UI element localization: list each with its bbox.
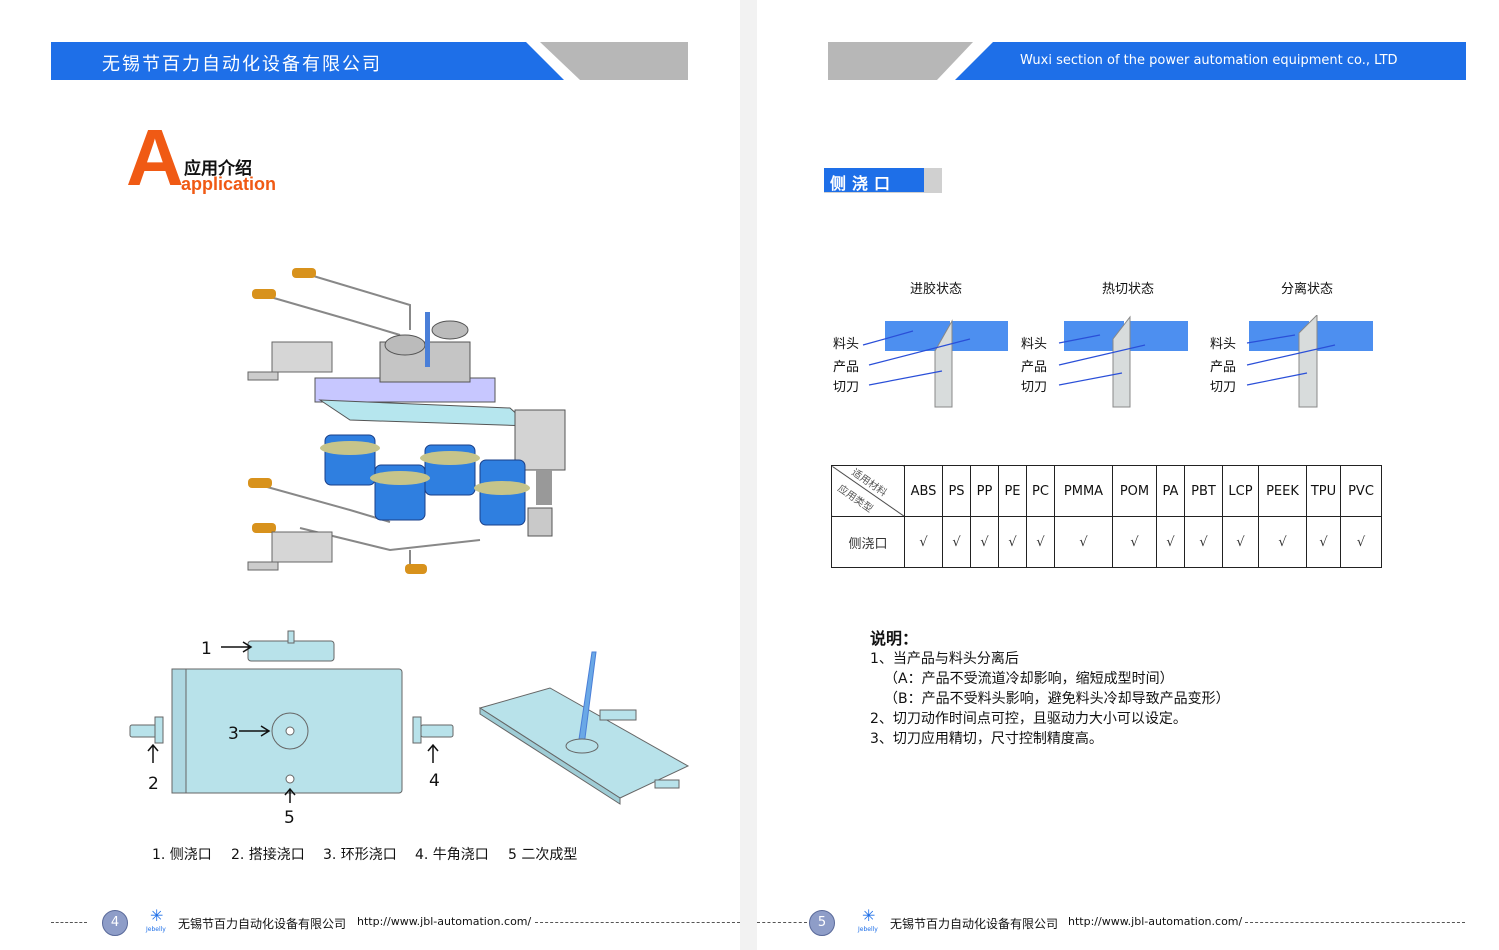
table-cell: √ <box>1026 516 1055 568</box>
section-title-en: application <box>181 174 277 194</box>
table-header-cell: ABS <box>904 465 943 517</box>
section-title-cn: 应用介绍 <box>184 159 252 179</box>
footer-left-url[interactable]: http://www.jbl-automation.com/ <box>357 915 532 928</box>
jebelly-logo-icon: ✳ <box>150 906 164 925</box>
side-gate-tag-label: 侧浇口 <box>830 174 897 193</box>
page-number-badge-4: 4 <box>102 910 128 936</box>
table-cell: √ <box>1258 516 1307 568</box>
jebelly-logo-icon: ✳ <box>862 906 876 925</box>
state3-label-cutter: 切刀 <box>1210 380 1237 395</box>
overmold-plate-illustration <box>478 651 690 805</box>
table-cell: √ <box>1340 516 1382 568</box>
table-cell: √ <box>1306 516 1341 568</box>
table-cell: √ <box>1054 516 1113 568</box>
table-row-label: 侧浇口 <box>831 516 905 568</box>
footer-right-url[interactable]: http://www.jbl-automation.com/ <box>1068 915 1243 928</box>
state-title-separation: 分离状态 <box>1281 282 1334 297</box>
table-header-cell: PP <box>970 465 999 517</box>
table-header-cell: PC <box>1026 465 1055 517</box>
page-number-badge-5: 5 <box>809 910 835 936</box>
table-cell: √ <box>998 516 1027 568</box>
table-row: 侧浇口 √ √ √ √ √ √ √ √ √ √ √ √ √ <box>831 516 1382 568</box>
table-header-cell: PE <box>998 465 1027 517</box>
table-cell: √ <box>1222 516 1259 568</box>
notes-line-3: （B：产品不受料头影响，避免料头冷却导致产品变形） <box>884 691 1230 707</box>
footer-right-dash-1 <box>757 922 807 923</box>
gate-label-2: 2 <box>148 774 159 794</box>
left-page: 无锡节百力自动化设备有限公司 A 应用介绍 application <box>0 0 740 950</box>
jebelly-logo-text: Jebelly <box>858 926 878 933</box>
caption-lap-gate: 2. 搭接浇口 <box>231 847 305 863</box>
notes-line-1: 1、当产品与料头分离后 <box>870 651 1019 667</box>
notes-line-2: （A：产品不受流道冷却影响，缩短成型时间） <box>884 671 1174 687</box>
state1-label-sprue: 料头 <box>833 337 860 352</box>
caption-ring-gate: 3. 环形浇口 <box>323 847 397 863</box>
table-cell: √ <box>1112 516 1157 568</box>
state-title-hot-cut: 热切状态 <box>1102 282 1155 297</box>
gate-label-3: 3 <box>228 724 239 744</box>
gate-label-4: 4 <box>429 771 440 791</box>
footer-left-dash-1 <box>51 922 87 923</box>
table-cell: √ <box>942 516 971 568</box>
table-corner-cell: 适用材料 应用类型 <box>831 465 905 517</box>
section-letter: A <box>126 113 184 202</box>
table-header-row: 适用材料 应用类型 ABS PS PP PE PC PMMA POM PA PB… <box>831 465 1382 517</box>
table-cell: √ <box>1156 516 1185 568</box>
table-cell: √ <box>904 516 943 568</box>
right-header-title: Wuxi section of the power automation equ… <box>1020 53 1398 68</box>
state1-label-cutter: 切刀 <box>833 380 860 395</box>
hot-runner-assembly-illustration <box>247 268 566 574</box>
notes-title: 说明： <box>870 629 919 648</box>
state1-label-product: 产品 <box>833 360 860 375</box>
notes-line-5: 3、切刀应用精切，尺寸控制精度高。 <box>870 731 1103 747</box>
state2-label-cutter: 切刀 <box>1021 380 1048 395</box>
table-cell: √ <box>1184 516 1223 568</box>
state-title-injection: 进胶状态 <box>910 282 963 297</box>
state3-label-sprue: 料头 <box>1210 337 1237 352</box>
footer-left-company: 无锡节百力自动化设备有限公司 <box>178 917 347 931</box>
footer-right-dash-2 <box>1245 922 1465 923</box>
table-header-cell: PMMA <box>1054 465 1113 517</box>
gate-types-diagram <box>129 630 454 803</box>
right-header-banner <box>828 42 1466 80</box>
caption-horn-gate: 4. 牛角浇口 <box>415 847 489 863</box>
table-cell: √ <box>970 516 999 568</box>
table-header-cell: LCP <box>1222 465 1259 517</box>
state2-label-sprue: 料头 <box>1021 337 1048 352</box>
table-header-cell: PA <box>1156 465 1185 517</box>
table-header-cell: PBT <box>1184 465 1223 517</box>
materials-table: 适用材料 应用类型 ABS PS PP PE PC PMMA POM PA PB… <box>831 465 1382 568</box>
side-gate-tag <box>824 168 924 192</box>
table-header-cell: PS <box>942 465 971 517</box>
caption-side-gate: 1. 侧浇口 <box>152 847 212 863</box>
table-header-cell: PEEK <box>1258 465 1307 517</box>
notes-line-4: 2、切刀动作时间点可控，且驱动力大小可以设定。 <box>870 711 1187 727</box>
cutting-states-illustration <box>862 315 1373 408</box>
table-header-cell: PVC <box>1340 465 1382 517</box>
gate-label-5: 5 <box>284 808 295 828</box>
table-header-cell: POM <box>1112 465 1157 517</box>
gate-label-1: 1 <box>201 639 212 659</box>
caption-overmold: 5 二次成型 <box>508 847 578 863</box>
left-header-title: 无锡节百力自动化设备有限公司 <box>102 54 382 75</box>
state3-label-product: 产品 <box>1210 360 1237 375</box>
footer-left-dash-2 <box>535 922 740 923</box>
state2-label-product: 产品 <box>1021 360 1048 375</box>
jebelly-logo-text: Jebelly <box>146 926 166 933</box>
left-header-banner <box>51 42 688 80</box>
table-header-cell: TPU <box>1306 465 1341 517</box>
footer-right-company: 无锡节百力自动化设备有限公司 <box>890 917 1059 931</box>
